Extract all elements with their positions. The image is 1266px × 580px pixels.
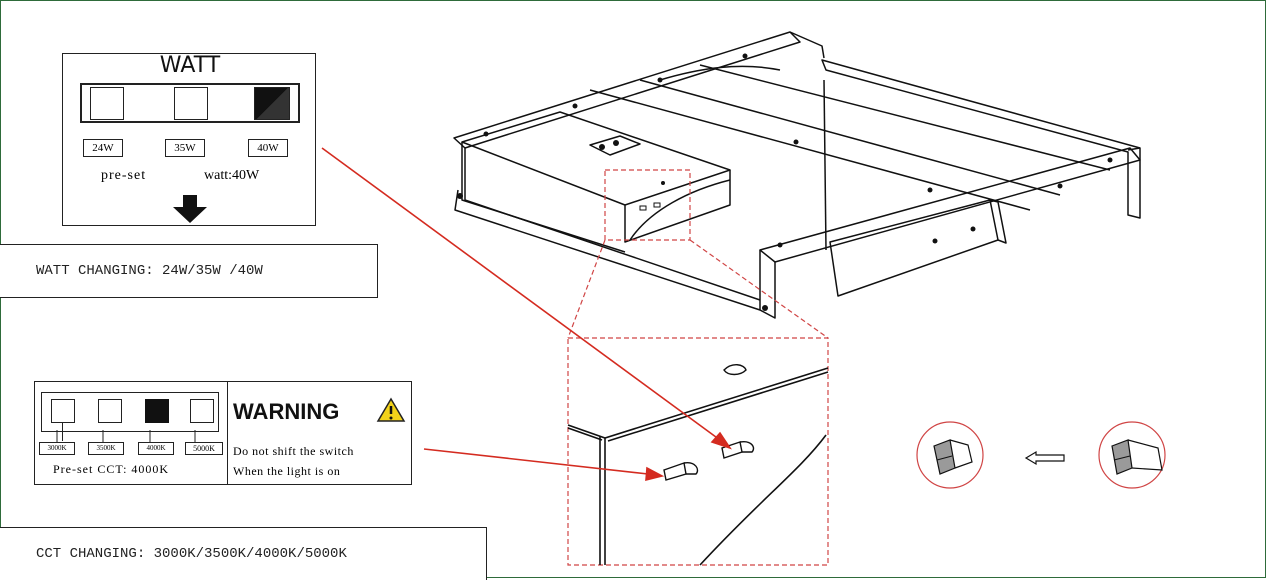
cct-changing-text: CCT CHANGING: 3000K/3500K/4000K/5000K	[36, 546, 347, 562]
arrow-down-icon	[173, 195, 207, 223]
warning-line2: When the light is on	[233, 464, 341, 478]
watt-preset-value: watt:40W	[204, 168, 260, 183]
cct-switch-4000k-active	[145, 399, 169, 423]
watt-switch-track	[80, 83, 300, 123]
warning-line1: Do not shift the switch	[233, 444, 354, 458]
cct-option-5000k: 5000K	[185, 442, 223, 455]
cct-option-3500k: 3500K	[88, 442, 124, 455]
cct-switch-track	[41, 392, 219, 441]
watt-switch-24w	[90, 87, 124, 120]
cct-option-4000k: 4000K	[138, 442, 174, 455]
cct-switch-3000k	[51, 399, 75, 423]
cct-preset-text: Pre-set CCT: 4000K	[53, 462, 170, 476]
cct-switch-5000k	[190, 399, 214, 423]
watt-panel: WATT 24W 35W 40W pre-set watt:40W	[62, 53, 316, 226]
cct-panel: 3000K 3500K 4000K 5000K Pre-set CCT: 400…	[34, 381, 412, 485]
cct-connector-line	[62, 423, 63, 441]
warning-title: WARNING	[233, 399, 340, 424]
cct-leader-lines	[56, 430, 196, 442]
cct-changing-box: CCT CHANGING: 3000K/3500K/4000K/5000K	[0, 527, 487, 580]
watt-option-24w: 24W	[83, 139, 123, 157]
cct-switch-3500k	[98, 399, 122, 423]
warning-triangle-icon	[376, 397, 406, 422]
watt-option-40w: 40W	[248, 139, 288, 157]
watt-option-35w: 35W	[165, 139, 205, 157]
cct-option-3000k: 3000K	[39, 442, 75, 455]
watt-changing-box: WATT CHANGING: 24W/35W /40W	[0, 244, 378, 298]
cct-switch-section: 3000K 3500K 4000K 5000K Pre-set CCT: 400…	[35, 382, 228, 484]
watt-preset-label: pre-set	[101, 168, 147, 183]
watt-switch-35w	[174, 87, 208, 120]
watt-switch-40w-active	[254, 87, 290, 120]
watt-changing-text: WATT CHANGING: 24W/35W /40W	[36, 263, 263, 279]
watt-title: WATT	[159, 53, 221, 78]
